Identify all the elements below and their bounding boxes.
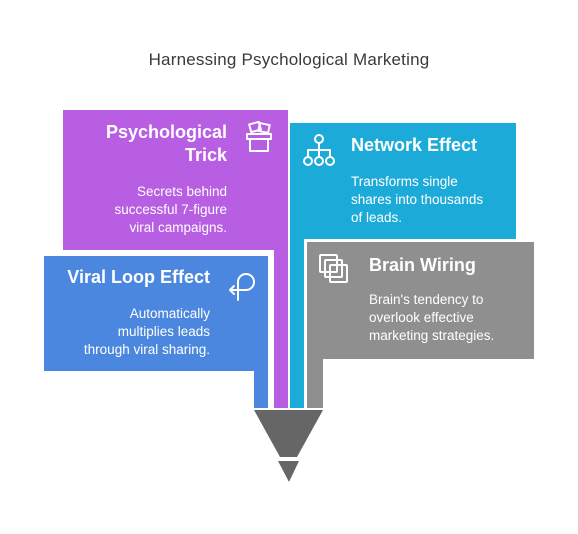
desc-line: marketing strategies. (369, 328, 495, 343)
desc-line: overlook effective (369, 310, 474, 325)
desc-line: successful 7-figure (114, 202, 227, 217)
brain-wiring-heading: Brain Wiring (369, 255, 476, 275)
funnel-top (254, 410, 323, 457)
loop-icon (224, 262, 258, 307)
funnel-tip (278, 461, 299, 482)
desc-line: through viral sharing. (83, 342, 210, 357)
viral-loop-effect-description: Automatically multiplies leads through v… (44, 305, 210, 359)
heading-line: Trick (184, 145, 227, 165)
purple-stem (274, 236, 288, 408)
network-effect-card: Network Effect Transforms single shares … (290, 123, 516, 239)
viral-loop-effect-heading: Viral Loop Effect (67, 267, 210, 287)
desc-line: Brain's tendency to (369, 292, 484, 307)
psychological-trick-description: Secrets behind successful 7-figure viral… (63, 183, 227, 237)
desc-line: viral campaigns. (129, 220, 227, 235)
diagram-title: Harnessing Psychological Marketing (148, 50, 430, 69)
desc-line: Transforms single (351, 174, 458, 189)
desc-line: shares into thousands (351, 192, 484, 207)
brain-wiring-description: Brain's tendency to overlook effective m… (369, 291, 529, 345)
network-effect-heading: Network Effect (351, 135, 478, 155)
desc-line: Automatically (129, 306, 210, 321)
viral-loop-effect-card: Viral Loop Effect Automatically multipli… (44, 256, 268, 371)
psychological-trick-heading: Psychological Trick (63, 121, 227, 167)
layers-icon (317, 252, 351, 291)
heading-line: Psychological (105, 122, 227, 142)
network-effect-description: Transforms single shares into thousands … (351, 173, 511, 227)
desc-line: multiplies leads (117, 324, 210, 339)
desc-line: Secrets behind (136, 184, 227, 199)
desc-line: of leads. (351, 210, 403, 225)
blue-stem (290, 225, 304, 408)
network-icon (302, 133, 336, 172)
brain-wiring-card: Brain Wiring Brain's tendency to overloo… (307, 242, 534, 359)
magic-hat-icon (242, 120, 276, 159)
psychological-trick-card: Psychological Trick Secrets behind succe… (63, 110, 288, 250)
